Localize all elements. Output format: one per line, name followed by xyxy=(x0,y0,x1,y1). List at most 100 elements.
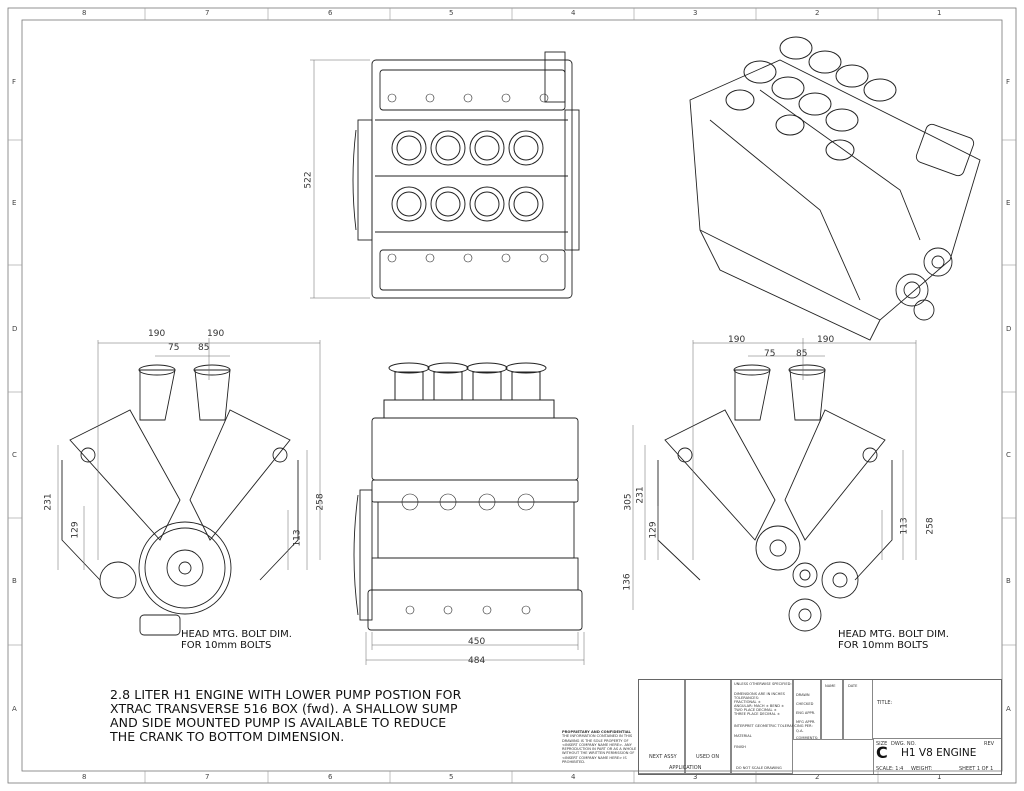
engine-description-note: 2.8 LITER H1 ENGINE WITH LOWER PUMP POST… xyxy=(110,688,461,744)
zone-col-5-bottom: 5 xyxy=(449,773,454,781)
zone-col-5: 5 xyxy=(449,9,454,17)
title-label: TITLE: xyxy=(877,700,893,706)
zone-col-2-bottom: 2 xyxy=(815,773,820,781)
bolt-note-left: HEAD MTG. BOLT DIM. FOR 10mm BOLTS xyxy=(181,629,292,651)
dim-left-113: 113 xyxy=(292,529,303,547)
mfg-appr-row: MFG APPR. xyxy=(796,720,816,724)
zone-row-d: D xyxy=(12,325,18,333)
bolt-note-left-line2: FOR 10mm BOLTS xyxy=(181,640,272,651)
zone-row-c-right: C xyxy=(1006,451,1011,459)
zone-row-f: F xyxy=(12,78,17,86)
material-label: MATERIAL xyxy=(734,734,752,738)
application-label: APPLICATION xyxy=(669,765,702,771)
zone-ticks xyxy=(8,8,1016,783)
left-view-dims xyxy=(57,338,321,570)
dwg-no-value: H1 V8 ENGINE xyxy=(901,747,977,759)
size-label: SIZE xyxy=(876,741,888,747)
checked-row: CHECKED xyxy=(796,702,814,706)
dim-left-85: 85 xyxy=(198,343,210,353)
zone-row-e-right: E xyxy=(1006,199,1011,207)
next-assy-label: NEXT ASSY xyxy=(649,754,677,760)
dim-right-113: 113 xyxy=(899,517,910,535)
zone-col-3-bottom: 3 xyxy=(693,773,698,781)
bolt-note-right: HEAD MTG. BOLT DIM. FOR 10mm BOLTS xyxy=(838,629,949,651)
left-view xyxy=(61,364,299,636)
dim-right-75: 75 xyxy=(764,349,776,359)
top-view xyxy=(352,51,580,299)
bolt-note-right-line1: HEAD MTG. BOLT DIM. xyxy=(838,629,949,640)
dim-left-231: 231 xyxy=(43,493,54,511)
zone-row-b-right: B xyxy=(1006,577,1011,585)
front-view-dims xyxy=(365,632,585,665)
do-not-scale-label: DO NOT SCALE DRAWING xyxy=(736,766,782,770)
comments-row: COMMENTS: xyxy=(796,736,819,740)
proprietary-block: PROPRIETARY AND CONFIDENTIAL THE INFORMA… xyxy=(562,730,638,764)
rev-label: REV xyxy=(984,741,995,747)
dim-front-484: 484 xyxy=(468,656,486,666)
size-value: C xyxy=(876,743,888,762)
zone-col-6-bottom: 6 xyxy=(328,773,333,781)
dim-left-258: 258 xyxy=(315,493,326,511)
tol-line-4: ANGULAR: MACH ± BEND ± xyxy=(734,704,785,708)
finish-label: FINISH xyxy=(734,745,746,749)
zone-row-a: A xyxy=(12,705,17,713)
dwg-no-label: DWG. NO. xyxy=(891,741,916,747)
top-view-dim xyxy=(310,59,370,299)
unless-otherwise-label: UNLESS OTHERWISE SPECIFIED: xyxy=(734,682,792,686)
note-line-1: 2.8 LITER H1 ENGINE WITH LOWER PUMP POST… xyxy=(110,687,462,702)
dim-right-305: 305 xyxy=(623,493,634,511)
qa-row: Q.A. xyxy=(796,729,804,733)
isometric-view xyxy=(689,36,981,341)
scale-value: SCALE: 1:4 xyxy=(876,766,904,772)
bolt-note-left-line1: HEAD MTG. BOLT DIM. xyxy=(181,629,292,640)
name-header: NAME xyxy=(825,684,836,688)
dim-right-129: 129 xyxy=(648,521,659,539)
front-view xyxy=(353,362,583,631)
dim-right-136: 136 xyxy=(622,573,633,591)
zone-col-7-bottom: 7 xyxy=(205,773,210,781)
zone-col-4: 4 xyxy=(571,9,576,17)
prop-line-1: THE INFORMATION CONTAINED IN THIS xyxy=(562,734,633,739)
zone-col-3: 3 xyxy=(693,9,698,17)
sheet-value: SHEET 1 OF 1 xyxy=(959,766,994,772)
drawn-row: DRAWN xyxy=(796,693,810,697)
dim-right-231: 231 xyxy=(635,486,646,504)
note-line-2: XTRAC TRANSVERSE 516 BOX (fwd). A SHALLO… xyxy=(110,701,458,716)
dim-left-75: 75 xyxy=(168,343,180,353)
title-block: NEXT ASSY USED ON APPLICATION UNLESS OTH… xyxy=(638,679,1002,775)
prop-line-7: PROHIBITED. xyxy=(562,760,586,765)
dim-left-129: 129 xyxy=(70,521,81,539)
zone-col-8-bottom: 8 xyxy=(82,773,87,781)
dim-left-190-a: 190 xyxy=(148,329,166,339)
zone-row-a-right: A xyxy=(1006,705,1011,713)
eng-appr-row: ENG APPR. xyxy=(796,711,816,715)
dim-right-258: 258 xyxy=(925,517,936,535)
bolt-note-right-line2: FOR 10mm BOLTS xyxy=(838,640,929,651)
weight-label: WEIGHT: xyxy=(911,766,933,772)
prop-line-3: <INSERT COMPANY NAME HERE>. ANY xyxy=(562,742,632,747)
dim-right-85: 85 xyxy=(796,349,808,359)
note-line-3: AND SIDE MOUNTED PUMP IS AVAILABLE TO RE… xyxy=(110,715,447,730)
zone-row-e: E xyxy=(12,199,17,207)
dim-top-height: 522 xyxy=(303,171,314,189)
zone-col-8: 8 xyxy=(82,9,87,17)
prop-line-5: WITHOUT THE WRITTEN PERMISSION OF xyxy=(562,751,635,756)
tol-line-5: TWO PLACE DECIMAL ± xyxy=(734,708,777,712)
prop-line-4: REPRODUCTION IN PART OR AS A WHOLE xyxy=(562,747,637,752)
used-on-label: USED ON xyxy=(696,754,720,760)
zone-col-1: 1 xyxy=(937,9,942,17)
zone-col-4-bottom: 4 xyxy=(571,773,576,781)
dim-front-450: 450 xyxy=(468,637,486,647)
zone-row-c: C xyxy=(12,451,17,459)
tol-line-1: DIMENSIONS ARE IN INCHES xyxy=(734,692,785,696)
zone-row-d-right: D xyxy=(1006,325,1012,333)
tol-line-3: FRACTIONAL ± xyxy=(734,700,761,704)
zone-col-1-bottom: 1 xyxy=(937,773,942,781)
note-line-4: THE CRANK TO BOTTOM DIMENSION. xyxy=(110,729,345,744)
prop-line-6: <INSERT COMPANY NAME HERE> IS xyxy=(562,755,627,760)
interpret-label: INTERPRET GEOMETRIC TOLERANCING PER: xyxy=(734,724,813,728)
zone-col-6: 6 xyxy=(328,9,333,17)
prop-line-2: DRAWING IS THE SOLE PROPERTY OF xyxy=(562,738,629,743)
